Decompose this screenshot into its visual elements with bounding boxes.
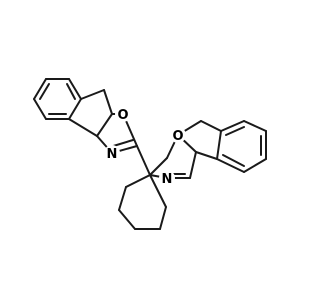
bond xyxy=(149,174,167,208)
double-bond xyxy=(66,83,76,100)
bond xyxy=(80,89,105,100)
bond xyxy=(118,209,136,230)
double-bond xyxy=(222,154,245,167)
molecule-structure-diagram: O N O N xyxy=(33,78,267,230)
double-bond xyxy=(39,83,50,100)
bond xyxy=(243,120,267,132)
bond xyxy=(195,151,218,160)
bond xyxy=(149,157,168,176)
oxygen-label-right: O xyxy=(172,129,183,144)
bond xyxy=(96,113,113,137)
bond xyxy=(243,158,267,173)
bond xyxy=(68,78,82,100)
bond xyxy=(216,158,245,173)
bond xyxy=(216,130,222,160)
bond xyxy=(118,186,127,211)
double-bond xyxy=(225,126,245,136)
bond xyxy=(136,145,151,176)
bond xyxy=(33,98,47,120)
bond xyxy=(68,118,98,137)
bond xyxy=(159,206,167,230)
nitrogen-label-right: N xyxy=(162,172,173,187)
bond xyxy=(68,98,82,120)
nitrogen-label-left: N xyxy=(107,147,118,162)
right-indane-oxazoline xyxy=(149,120,267,179)
bond xyxy=(125,174,151,188)
cyclohexane-ring xyxy=(118,174,167,230)
left-indane-oxazoline xyxy=(33,78,151,176)
bond xyxy=(200,120,222,132)
atom-o-right: O xyxy=(170,127,186,144)
bond xyxy=(220,120,245,132)
bond xyxy=(189,151,197,179)
oxygen-label-left: O xyxy=(117,108,128,123)
atom-n-left: N xyxy=(104,145,120,162)
bond xyxy=(103,89,113,115)
bond xyxy=(33,78,47,100)
atom-n-right: N xyxy=(159,170,175,187)
atom-o-left: O xyxy=(115,106,131,123)
